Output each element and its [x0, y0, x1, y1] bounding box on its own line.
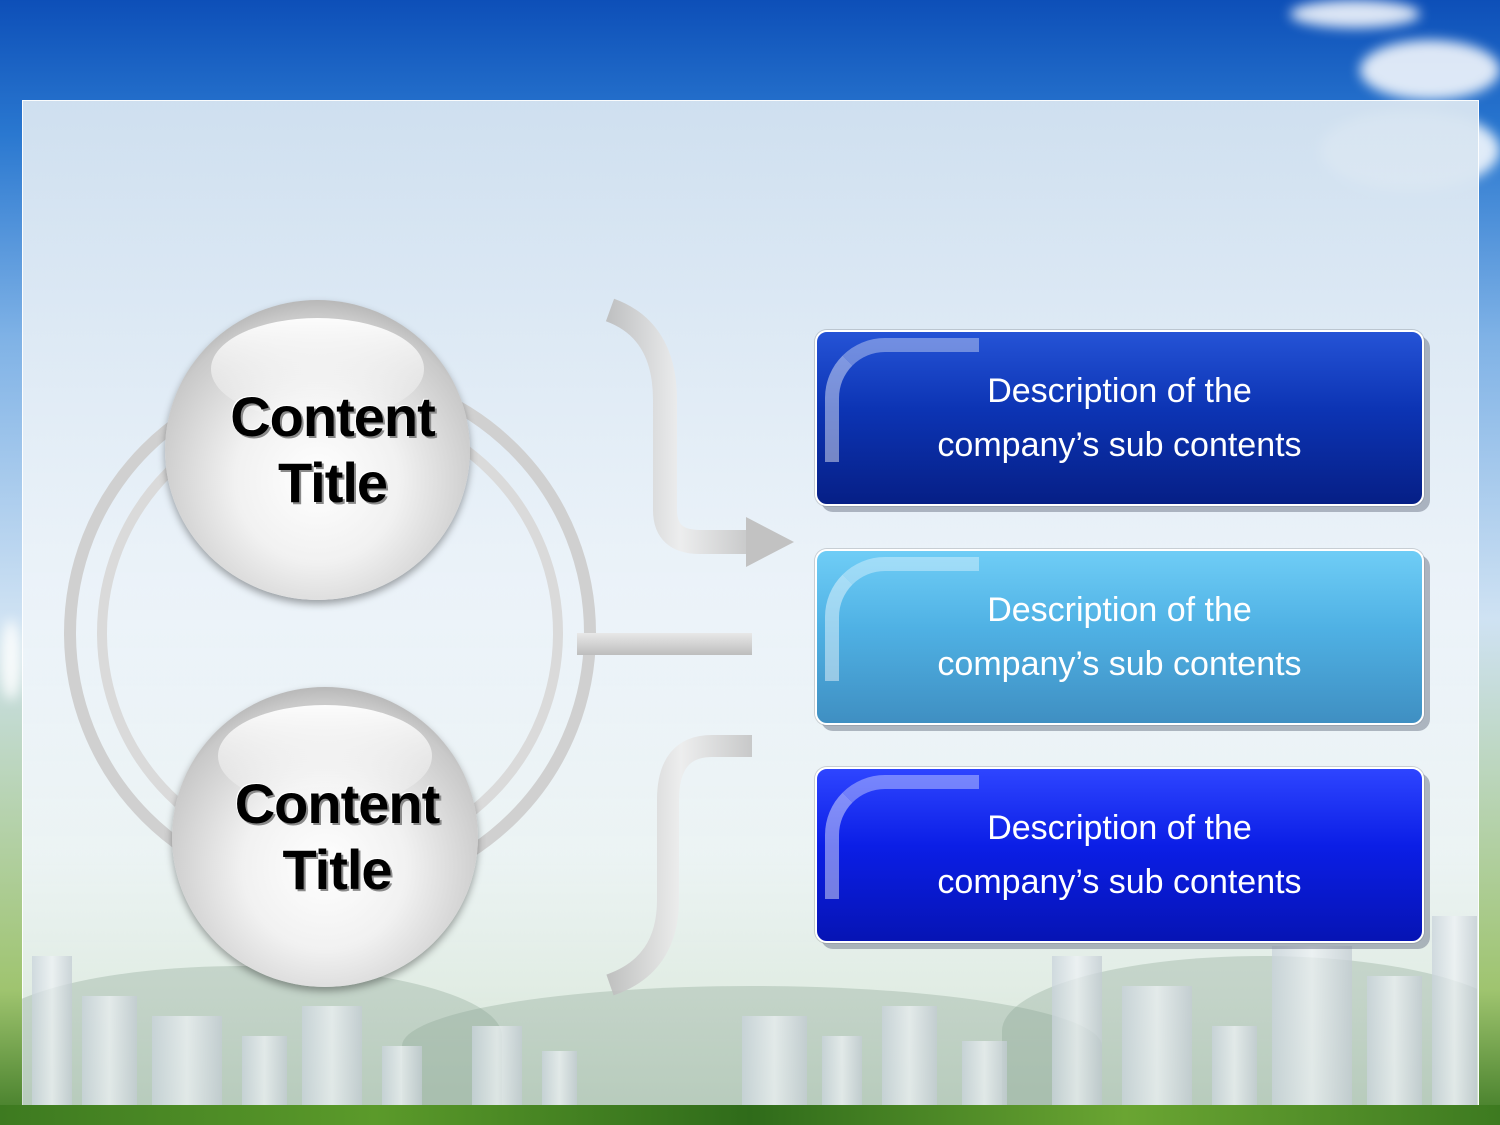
description-box-3: Description of the company’s sub content… [815, 767, 1424, 943]
city-skyline [22, 906, 1477, 1106]
description-box-2: Description of the company’s sub content… [815, 549, 1424, 725]
description-box-1: Description of the company’s sub content… [815, 330, 1424, 506]
content-title-label: Content Title [234, 772, 441, 901]
sphere-highlight [217, 705, 433, 807]
sphere-highlight [210, 318, 425, 420]
bottom-connector [606, 735, 752, 996]
description-text: Description of the company’s sub content… [937, 372, 1302, 464]
middle-connector [577, 633, 752, 655]
description-text: Description of the company’s sub content… [937, 591, 1302, 683]
content-title-label: Content Title [230, 385, 436, 514]
content-title-node-2: Content Title [172, 687, 478, 987]
description-text: Description of the company’s sub content… [937, 809, 1302, 901]
top-connector-arrow [605, 298, 794, 567]
content-title-node-1: Content Title [165, 300, 470, 600]
grass-strip [0, 1105, 1500, 1125]
